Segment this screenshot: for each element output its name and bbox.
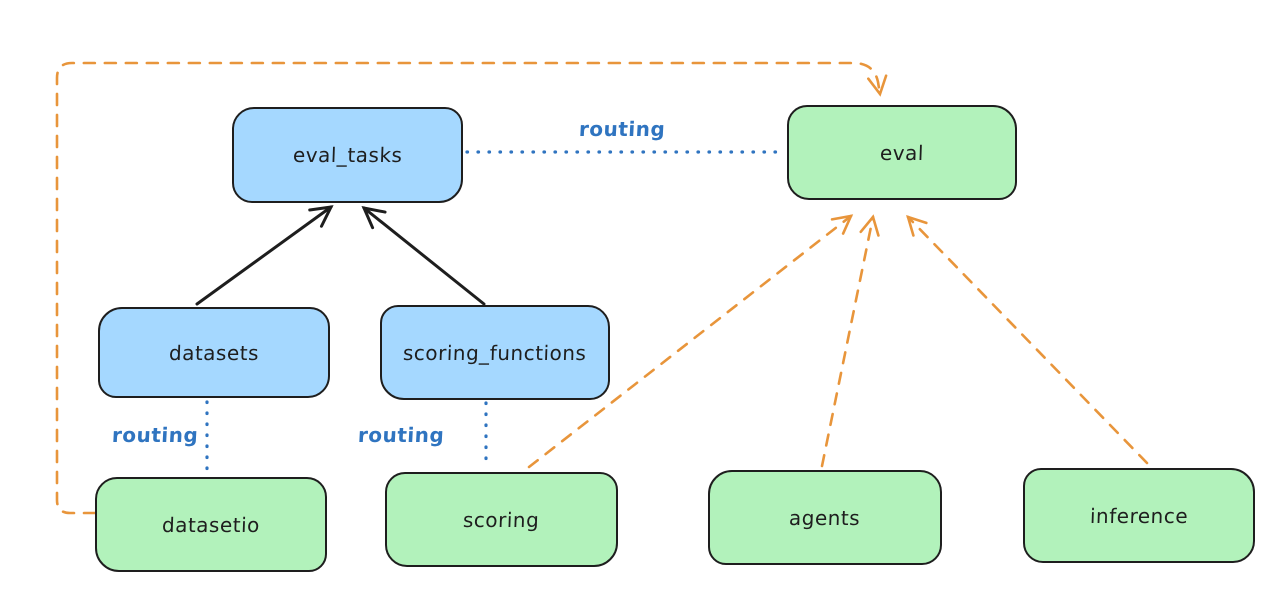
node-datasetio: datasetio: [95, 477, 327, 572]
edge-datasetio-to-eval-loop: [55, 61, 888, 515]
routing-label-datasets-datasetio: routing: [111, 423, 199, 447]
edge-agents-to-eval: [820, 214, 880, 468]
edge-scoring_functions-to-eval_tasks: [361, 205, 486, 306]
node-eval_tasks: eval_tasks: [232, 107, 463, 203]
node-datasetio-label: datasetio: [161, 512, 261, 537]
routing-label-eval_tasks-eval: routing: [578, 117, 666, 141]
routing-label-scoring_functions-scoring: routing: [357, 423, 445, 447]
node-datasets-label: datasets: [168, 340, 260, 365]
node-scoring: scoring: [385, 472, 618, 567]
node-eval_tasks-label: eval_tasks: [292, 143, 403, 167]
node-scoring_functions: scoring_functions: [380, 305, 610, 400]
node-eval: eval: [787, 105, 1017, 200]
node-inference: inference: [1023, 468, 1255, 563]
node-scoring-label: scoring: [462, 507, 541, 532]
node-scoring_functions-label: scoring_functions: [402, 340, 588, 365]
edge-datasets-to-eval_tasks: [195, 205, 334, 306]
edge-inference-to-eval: [906, 215, 1149, 465]
node-agents: agents: [708, 470, 942, 565]
edge-scoring-to-eval: [527, 214, 854, 469]
node-datasets: datasets: [98, 307, 330, 398]
node-agents-label: agents: [788, 505, 862, 530]
node-eval-label: eval: [879, 140, 925, 165]
node-inference-label: inference: [1089, 503, 1189, 528]
